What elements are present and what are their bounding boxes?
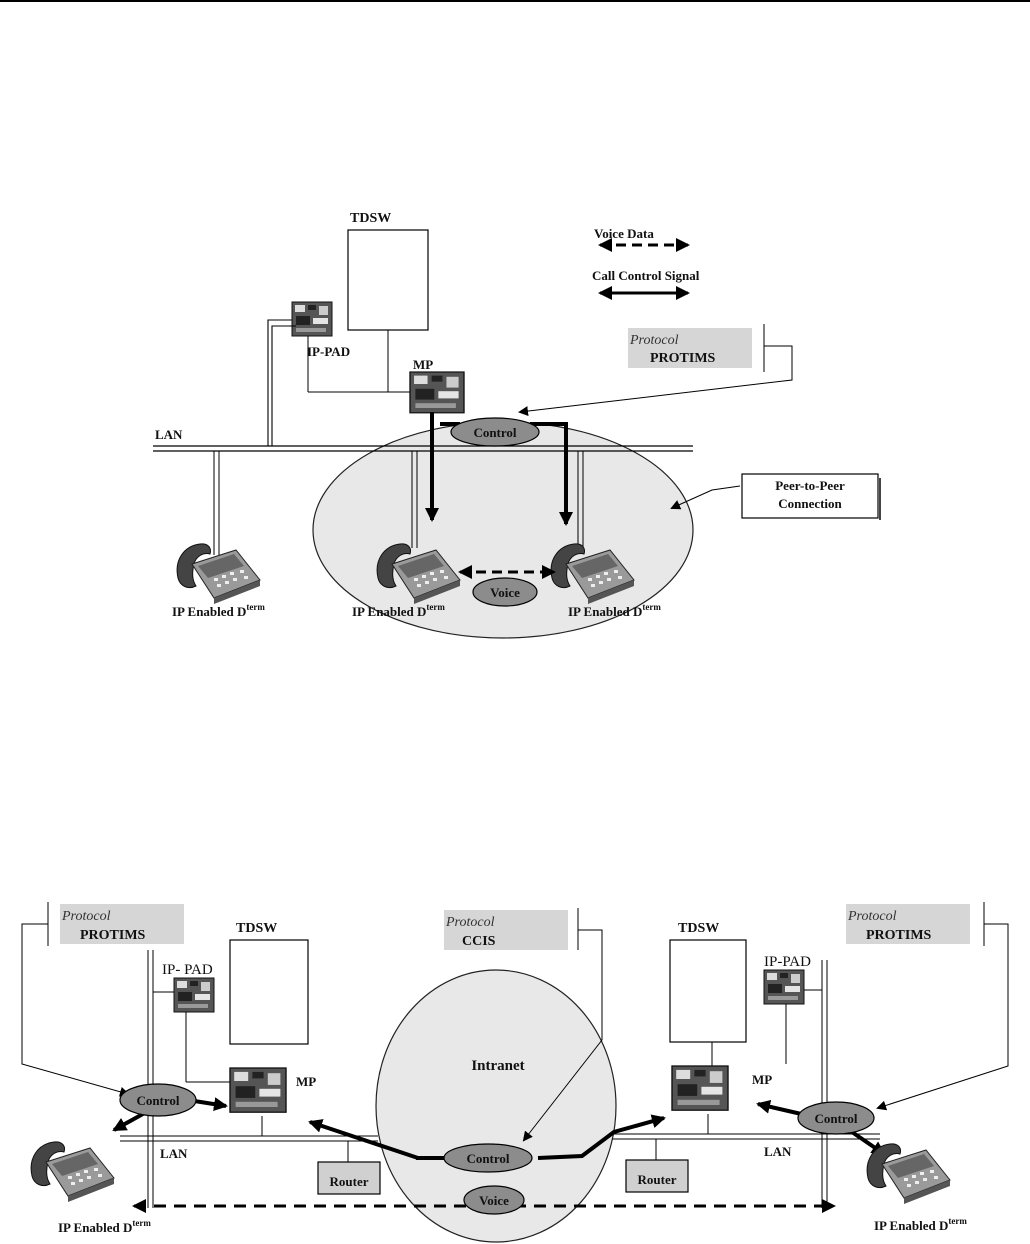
protocol-name: PROTIMS — [650, 351, 716, 366]
right-tdsw-box — [669, 939, 747, 1043]
center-protocol-italic: Protocol — [445, 915, 495, 930]
left-router-box — [317, 1161, 381, 1195]
protocol-italic-label: Protocol — [629, 333, 679, 348]
center-control-node — [443, 1143, 533, 1173]
right-phone-label: IP Enabled Dterm — [874, 1216, 967, 1233]
peer-line-1: Peer-to-Peer — [775, 478, 845, 493]
voice-label: Voice — [490, 585, 520, 600]
voice-node-2 — [463, 1185, 525, 1215]
right-protocol-name: PROTIMS — [866, 928, 932, 943]
tdsw-box — [347, 229, 429, 331]
mp-board-icon — [409, 371, 465, 414]
right-tdsw-label: TDSW — [678, 921, 719, 936]
right-ippad-icon — [763, 969, 805, 1005]
phone-label-left: IP Enabled Dterm — [172, 602, 265, 619]
right-mp-label: MP — [752, 1072, 772, 1087]
left-phone-label: IP Enabled Dterm — [58, 1218, 151, 1235]
tdsw-label: TDSW — [350, 211, 391, 226]
peer-line-2: Connection — [778, 496, 842, 511]
diagram-1: LAN TDSW IP-PAD MP Control Protocol PROT… — [150, 196, 892, 640]
right-lan-label: LAN — [764, 1144, 792, 1159]
left-ippad-icon — [173, 977, 215, 1013]
lan-label: LAN — [155, 427, 183, 442]
ippad-label: IP-PAD — [307, 344, 350, 359]
center-protocol-name: CCIS — [462, 934, 496, 949]
right-protocol-italic: Protocol — [847, 909, 897, 924]
legend-voice-label: Voice Data — [594, 226, 654, 241]
left-router-label: Router — [330, 1174, 369, 1189]
intranet-label: Intranet — [471, 1058, 524, 1074]
voice-node — [472, 577, 538, 607]
control-label: Control — [473, 425, 516, 440]
intranet-ellipse — [375, 969, 617, 1243]
center-control-label: Control — [466, 1151, 509, 1166]
right-phone-icon — [866, 1143, 951, 1205]
diagram-2: Intranet Protocol PROTIMS Protocol CCIS … — [21, 902, 1009, 1243]
left-tdsw-label: TDSW — [236, 921, 277, 936]
right-mp-icon — [671, 1065, 729, 1111]
phone-label-middle: IP Enabled Dterm — [352, 602, 445, 619]
protocol-box — [628, 328, 752, 368]
left-control-label: Control — [136, 1093, 179, 1108]
left-tdsw-box — [229, 939, 309, 1045]
ippad-board-icon — [291, 301, 333, 337]
left-control-node — [119, 1083, 197, 1117]
control-node — [450, 417, 540, 447]
legend-control-label: Call Control Signal — [592, 268, 700, 283]
right-ippad-label: IP-PAD — [764, 954, 811, 970]
left-ippad-label: IP- PAD — [162, 962, 213, 978]
right-protocol-box — [846, 904, 970, 944]
phone-label-right: IP Enabled Dterm — [568, 602, 661, 619]
voice-label-2: Voice — [479, 1193, 509, 1208]
center-protocol-box — [444, 910, 568, 950]
left-protocol-italic: Protocol — [61, 909, 111, 924]
left-mp-label: MP — [296, 1074, 316, 1089]
left-protocol-name: PROTIMS — [80, 928, 146, 943]
mp-label: MP — [413, 357, 433, 372]
right-control-node — [797, 1101, 875, 1135]
right-control-label: Control — [814, 1111, 857, 1126]
left-phone-icon — [30, 1141, 115, 1203]
peer-to-peer-box — [741, 473, 879, 519]
top-rule — [0, 0, 1030, 2]
left-protocol-box — [60, 904, 184, 944]
right-router-box — [625, 1159, 689, 1193]
right-router-label: Router — [638, 1172, 677, 1187]
left-lan-label: LAN — [160, 1146, 188, 1161]
left-mp-icon — [229, 1067, 287, 1113]
